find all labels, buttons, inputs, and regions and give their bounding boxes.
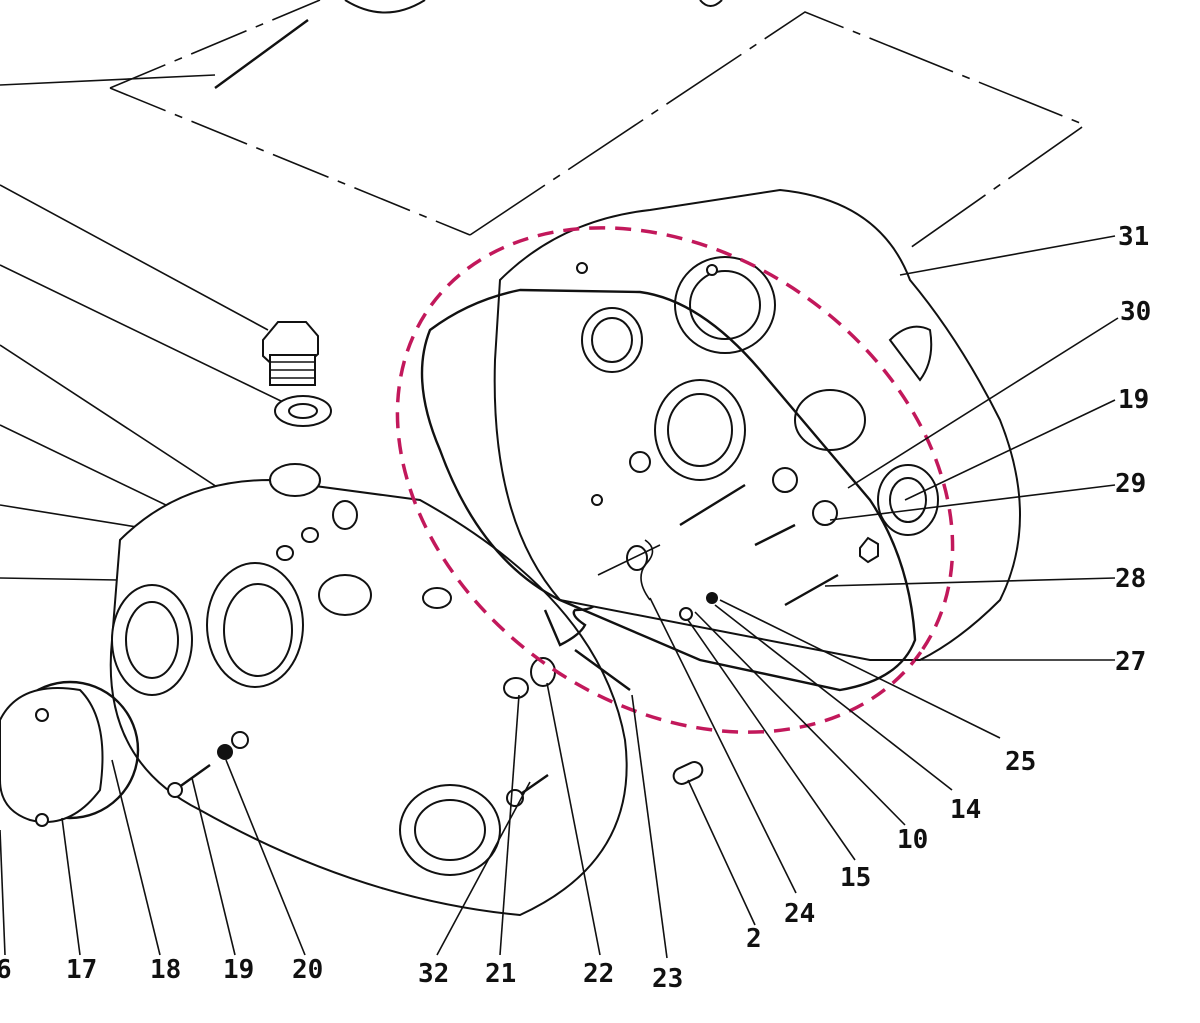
label-19-left: 19 (223, 955, 254, 985)
gasket (420, 288, 917, 692)
inner-housing (493, 188, 1021, 661)
inspection-cap (0, 680, 140, 827)
label-27: 27 (1115, 647, 1146, 677)
label-16-cut: 6 (0, 955, 12, 985)
outer-cover (109, 463, 628, 917)
label-28: 28 (1115, 564, 1146, 594)
label-14: 14 (950, 795, 981, 825)
label-2: 2 (746, 924, 762, 954)
label-23: 23 (652, 964, 683, 994)
label-31: 31 (1118, 222, 1149, 252)
label-24: 24 (784, 899, 815, 929)
top-dashed-outline (0, 0, 1087, 249)
part-number-labels: 31 30 19 29 28 27 25 14 10 15 24 2 23 22… (0, 222, 1151, 994)
drain-plug (262, 321, 332, 427)
right-leader-lines (0, 235, 1119, 959)
highlight-ellipse (395, 226, 955, 734)
label-32: 32 (418, 959, 449, 989)
stud (214, 19, 309, 89)
label-15: 15 (840, 863, 871, 893)
label-18: 18 (150, 955, 181, 985)
label-25: 25 (1005, 747, 1036, 777)
label-29: 29 (1115, 469, 1146, 499)
label-21: 21 (485, 959, 516, 989)
label-22: 22 (583, 959, 614, 989)
label-17: 17 (66, 955, 97, 985)
fasteners (167, 601, 704, 807)
label-20: 20 (292, 955, 323, 985)
label-10: 10 (897, 825, 928, 855)
label-30: 30 (1120, 297, 1151, 327)
label-19-right: 19 (1118, 385, 1149, 415)
dowel-pin (597, 539, 661, 601)
